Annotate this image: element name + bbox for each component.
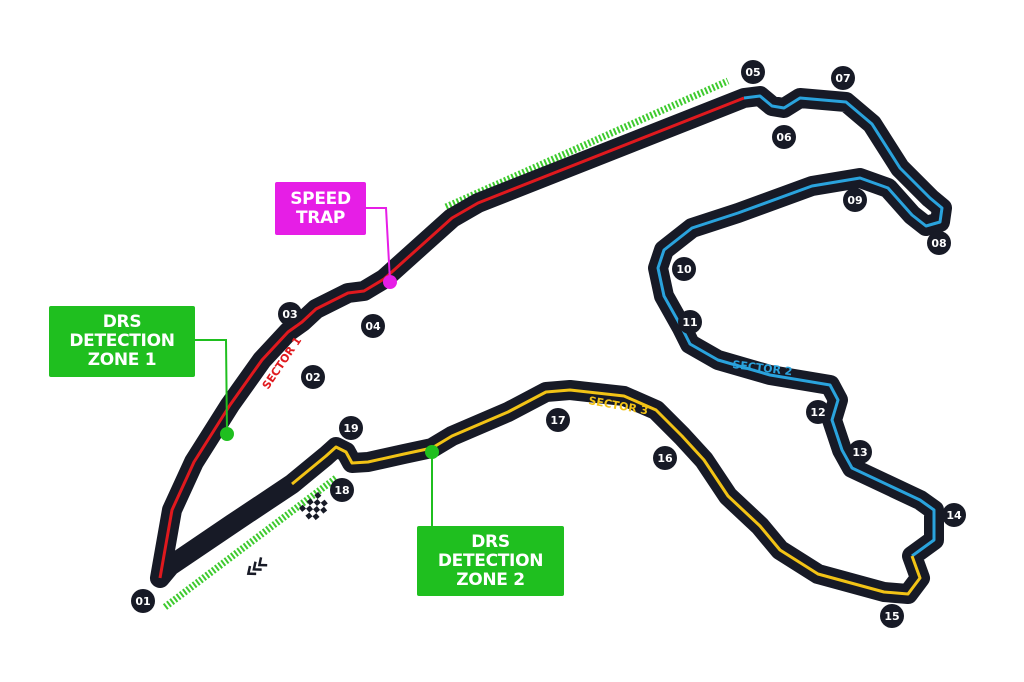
corner-marker-08 bbox=[927, 231, 951, 255]
direction-chevrons-icon bbox=[246, 557, 268, 576]
corner-label-04: 04 bbox=[365, 320, 381, 333]
drs-zone-2-point bbox=[425, 445, 439, 459]
corner-marker-04 bbox=[361, 314, 385, 338]
corner-marker-16 bbox=[653, 446, 677, 470]
corner-label-07: 07 bbox=[835, 72, 850, 85]
checkered-flag-icon bbox=[299, 491, 328, 521]
corner-label-06: 06 bbox=[776, 131, 792, 144]
corner-marker-11 bbox=[678, 310, 702, 334]
corner-marker-10 bbox=[672, 257, 696, 281]
speed-trap-line-2: TRAP bbox=[295, 207, 346, 228]
drs-zone-1-line-2: DETECTION bbox=[69, 331, 175, 351]
corner-marker-01 bbox=[131, 589, 155, 613]
corner-marker-06 bbox=[772, 125, 796, 149]
sector-2-line bbox=[656, 94, 944, 558]
speed-trap-callout: SPEED TRAP bbox=[275, 182, 366, 235]
speed-trap-leader bbox=[366, 207, 391, 282]
drs-zone-1-point bbox=[220, 427, 234, 441]
corner-label-16: 16 bbox=[657, 452, 673, 465]
corner-marker-15 bbox=[880, 604, 904, 628]
drs-detection-zone-1-callout: DRS DETECTION ZONE 1 bbox=[49, 306, 195, 377]
drs-detection-zone-2-callout: DRS DETECTION ZONE 2 bbox=[417, 526, 564, 596]
corner-label-09: 09 bbox=[847, 194, 862, 207]
corner-marker-03 bbox=[278, 302, 302, 326]
corner-label-11: 11 bbox=[682, 316, 697, 329]
drs-zone-band-1 bbox=[444, 77, 730, 211]
corner-label-14: 14 bbox=[946, 509, 962, 522]
drs-zone-1-line-1: DRS bbox=[102, 312, 142, 332]
corner-label-08: 08 bbox=[931, 237, 946, 250]
drs-zone-2-line-3: ZONE 2 bbox=[456, 569, 525, 590]
corner-marker-18 bbox=[330, 478, 354, 502]
corner-label-18: 18 bbox=[334, 484, 349, 497]
sector-3-line bbox=[291, 388, 922, 596]
corner-markers: 01 02 03 04 05 06 07 08 09 10 11 12 13 14 15 16 17 18 19 bbox=[131, 60, 966, 628]
drs-zone-2-line-2: DETECTION bbox=[437, 550, 544, 571]
corner-label-17: 17 bbox=[550, 414, 565, 427]
corner-label-05: 05 bbox=[745, 66, 760, 79]
corner-marker-17 bbox=[546, 408, 570, 432]
speed-trap-line-1: SPEED bbox=[290, 188, 351, 209]
corner-marker-07 bbox=[831, 66, 855, 90]
corner-marker-14 bbox=[942, 503, 966, 527]
corner-label-15: 15 bbox=[884, 610, 899, 623]
sector-1-line bbox=[158, 96, 745, 579]
corner-label-03: 03 bbox=[282, 308, 297, 321]
corner-marker-13 bbox=[848, 440, 872, 464]
corner-label-19: 19 bbox=[343, 422, 358, 435]
speed-trap-point bbox=[383, 275, 397, 289]
drs-zone-2-line-1: DRS bbox=[471, 531, 510, 552]
corner-marker-05 bbox=[741, 60, 765, 84]
corner-label-13: 13 bbox=[852, 446, 867, 459]
corner-label-12: 12 bbox=[810, 406, 825, 419]
corner-marker-19 bbox=[339, 416, 363, 440]
corner-label-02: 02 bbox=[305, 371, 320, 384]
corner-label-10: 10 bbox=[676, 263, 692, 276]
callout-leaders bbox=[195, 207, 439, 526]
drs-zones bbox=[162, 77, 730, 610]
corner-label-01: 01 bbox=[135, 595, 150, 608]
corner-marker-09 bbox=[843, 188, 867, 212]
corner-marker-12 bbox=[806, 400, 830, 424]
drs-zone-1-leader bbox=[195, 339, 228, 435]
drs-zone-1-line-3: ZONE 1 bbox=[87, 350, 157, 370]
corner-marker-02 bbox=[301, 365, 325, 389]
